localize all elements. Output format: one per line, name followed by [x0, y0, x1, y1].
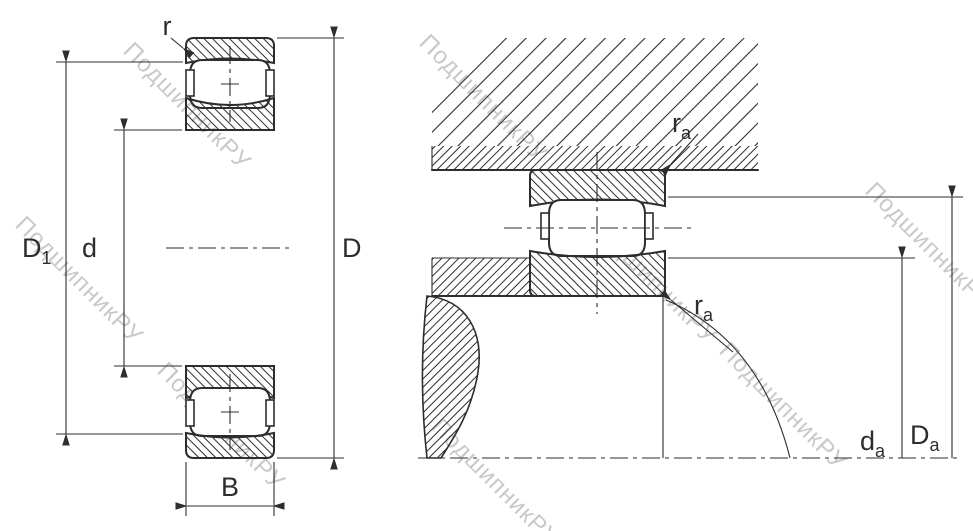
shaft-shoulder-hatch	[432, 258, 530, 296]
housing-body-hatch	[432, 38, 758, 146]
dimension-ra-bottom: ra	[659, 289, 734, 353]
left-view-bearing-section: r D1 d D B	[22, 11, 362, 516]
label-ra-top: ra	[672, 108, 692, 143]
cage-bar	[185, 399, 195, 427]
dimension-Da: Da	[668, 185, 963, 458]
watermark-text: ПодшипникРУ	[860, 177, 973, 315]
label-B: B	[221, 472, 239, 502]
label-Da: Da	[910, 420, 941, 455]
label-r: r	[163, 11, 172, 41]
label-D1-main: D	[22, 233, 42, 263]
label-Da-sub: a	[930, 435, 941, 455]
r-leader-line	[170, 37, 195, 59]
watermark-text: ПодшипникРУ	[10, 211, 148, 349]
label-ra-top-main: r	[672, 108, 681, 138]
shaft-broken-section	[421, 295, 480, 459]
label-ra-bottom-sub: a	[703, 305, 714, 325]
label-Da-main: D	[910, 420, 930, 450]
label-D1-sub: 1	[42, 248, 52, 268]
label-ra-top-sub: a	[681, 123, 692, 143]
cage-bar	[265, 69, 275, 97]
dimension-ra-top: ra	[660, 108, 699, 176]
label-ra-bottom: ra	[694, 290, 714, 325]
label-d: d	[82, 233, 97, 263]
label-da: da	[860, 426, 886, 461]
dimension-r: r	[163, 11, 195, 59]
shaft	[421, 257, 791, 459]
cage-bar	[644, 212, 654, 240]
cage-bar	[265, 399, 275, 427]
shaft-contour-curve	[665, 299, 791, 459]
cage-bar	[185, 69, 195, 97]
right-view-mounting-section: ra ra da Da	[418, 38, 963, 461]
dimension-d: d	[82, 118, 182, 378]
ra-leader-line	[660, 133, 699, 176]
label-da-sub: a	[875, 441, 886, 461]
cage-bar	[540, 212, 550, 240]
ra-leader-line	[659, 289, 734, 353]
dimension-B: B	[175, 462, 285, 516]
housing-seat-hatch	[432, 146, 758, 170]
dimension-D: D	[277, 26, 362, 470]
label-ra-bottom-main: r	[694, 290, 703, 320]
label-D1: D1	[22, 233, 52, 268]
watermark-text: ПодшипникРУ	[714, 337, 852, 475]
dimension-D1: D1	[22, 50, 183, 446]
label-da-main: d	[860, 426, 875, 456]
label-D: D	[342, 233, 362, 263]
dimension-da: da	[668, 246, 915, 461]
